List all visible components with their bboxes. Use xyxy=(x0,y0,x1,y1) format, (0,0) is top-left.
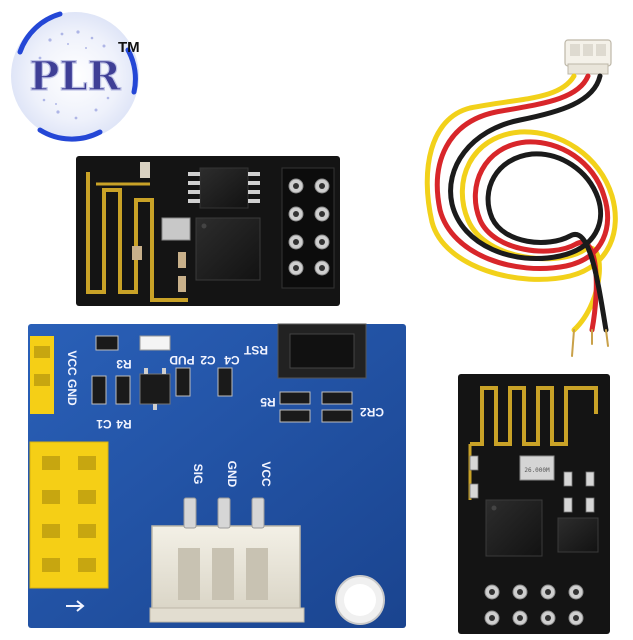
esp01-module-bottom: 26.000M xyxy=(458,374,610,634)
arrow-icon xyxy=(66,600,85,612)
jst-cable xyxy=(424,39,618,357)
label-cr2: CR2 xyxy=(360,405,384,419)
label-c4: C4 xyxy=(224,353,240,367)
label-r5: R5 xyxy=(260,395,276,409)
crystal-marking: 26.000M xyxy=(524,467,550,474)
label-c1: C1 xyxy=(96,417,112,431)
esp01-module-top xyxy=(76,156,340,306)
label-r3: R3 xyxy=(116,357,132,371)
label-r4: R4 xyxy=(116,417,132,431)
label-c2: C2 xyxy=(200,353,216,367)
label-gnd: GND xyxy=(225,461,239,488)
logo-text: PLR xyxy=(29,53,121,100)
trademark-mark: TM xyxy=(118,39,140,56)
brand-logo: PLR TM xyxy=(11,11,140,142)
label-ch-pd: PUD xyxy=(169,353,195,367)
label-vcc: VCC xyxy=(259,461,273,487)
label-rst: RST xyxy=(243,343,268,357)
label-sig: SIG xyxy=(191,464,205,485)
label-vcc-gnd: VCC GND xyxy=(65,350,79,406)
adapter-board: VCC GND C1 R4 R3 PUD C2 C4 RST R5 CR2 SI… xyxy=(28,323,406,628)
